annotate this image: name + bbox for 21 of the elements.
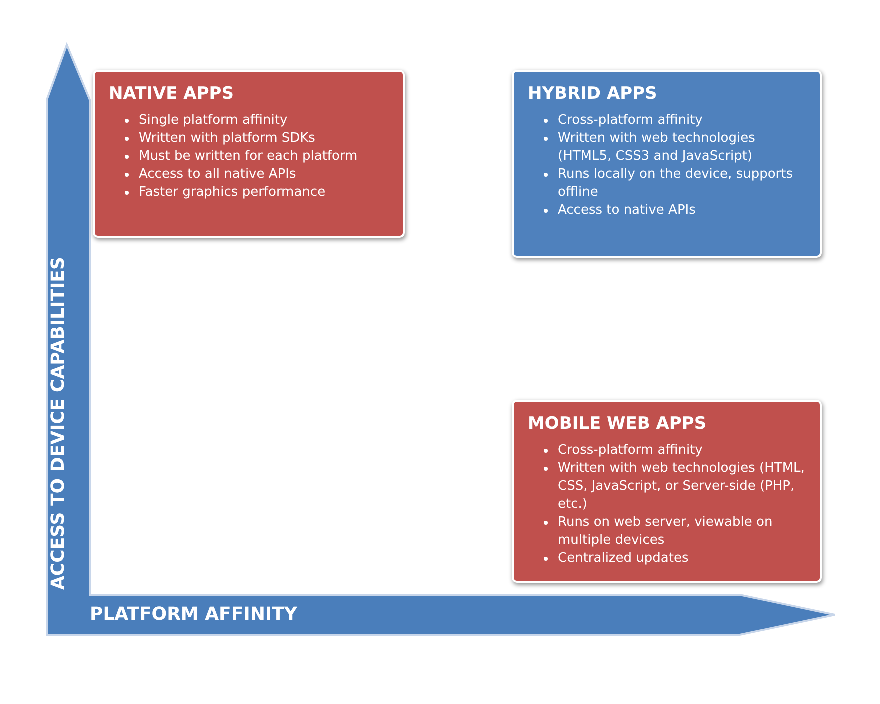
bullet-text: Written with platform SDKs xyxy=(139,131,316,146)
bullet-text: Access to native APIs xyxy=(558,203,696,218)
bullet-text: Access to all native APIs xyxy=(139,167,296,182)
card-heading: MOBILE WEB APPS xyxy=(528,414,707,434)
bullet-text: Written with web technologies (HTML, CSS, JavaScript, or Server-side (PHP, etc.) xyxy=(558,461,805,512)
bullet-text: Cross-platform affinity xyxy=(558,113,703,128)
bullet-text: Written with web technologies (HTML5, CSS3 and JavaScript) xyxy=(558,131,756,164)
card-heading: NATIVE APPS xyxy=(109,84,234,104)
bullet-text: Must be written for each platform xyxy=(139,149,358,164)
bullet-text: Cross-platform affinity xyxy=(558,443,703,458)
quadrant-card xyxy=(512,400,822,583)
axis-label: ACCESS TO DEVICE CAPABILITIES xyxy=(48,257,69,590)
bullet-text: Runs on web server, viewable on multiple devices xyxy=(558,515,773,548)
quadrant-card xyxy=(93,70,405,238)
bullet-text: Faster graphics performance xyxy=(139,185,326,200)
axis-label: PLATFORM AFFINITY xyxy=(90,604,298,625)
quadrant-card xyxy=(512,70,822,258)
bullet-text: Centralized updates xyxy=(558,551,689,566)
bullet-text: Single platform affinity xyxy=(139,113,288,128)
bullet-text: Runs locally on the device, supports offline xyxy=(558,167,794,200)
card-heading: HYBRID APPS xyxy=(528,84,658,104)
